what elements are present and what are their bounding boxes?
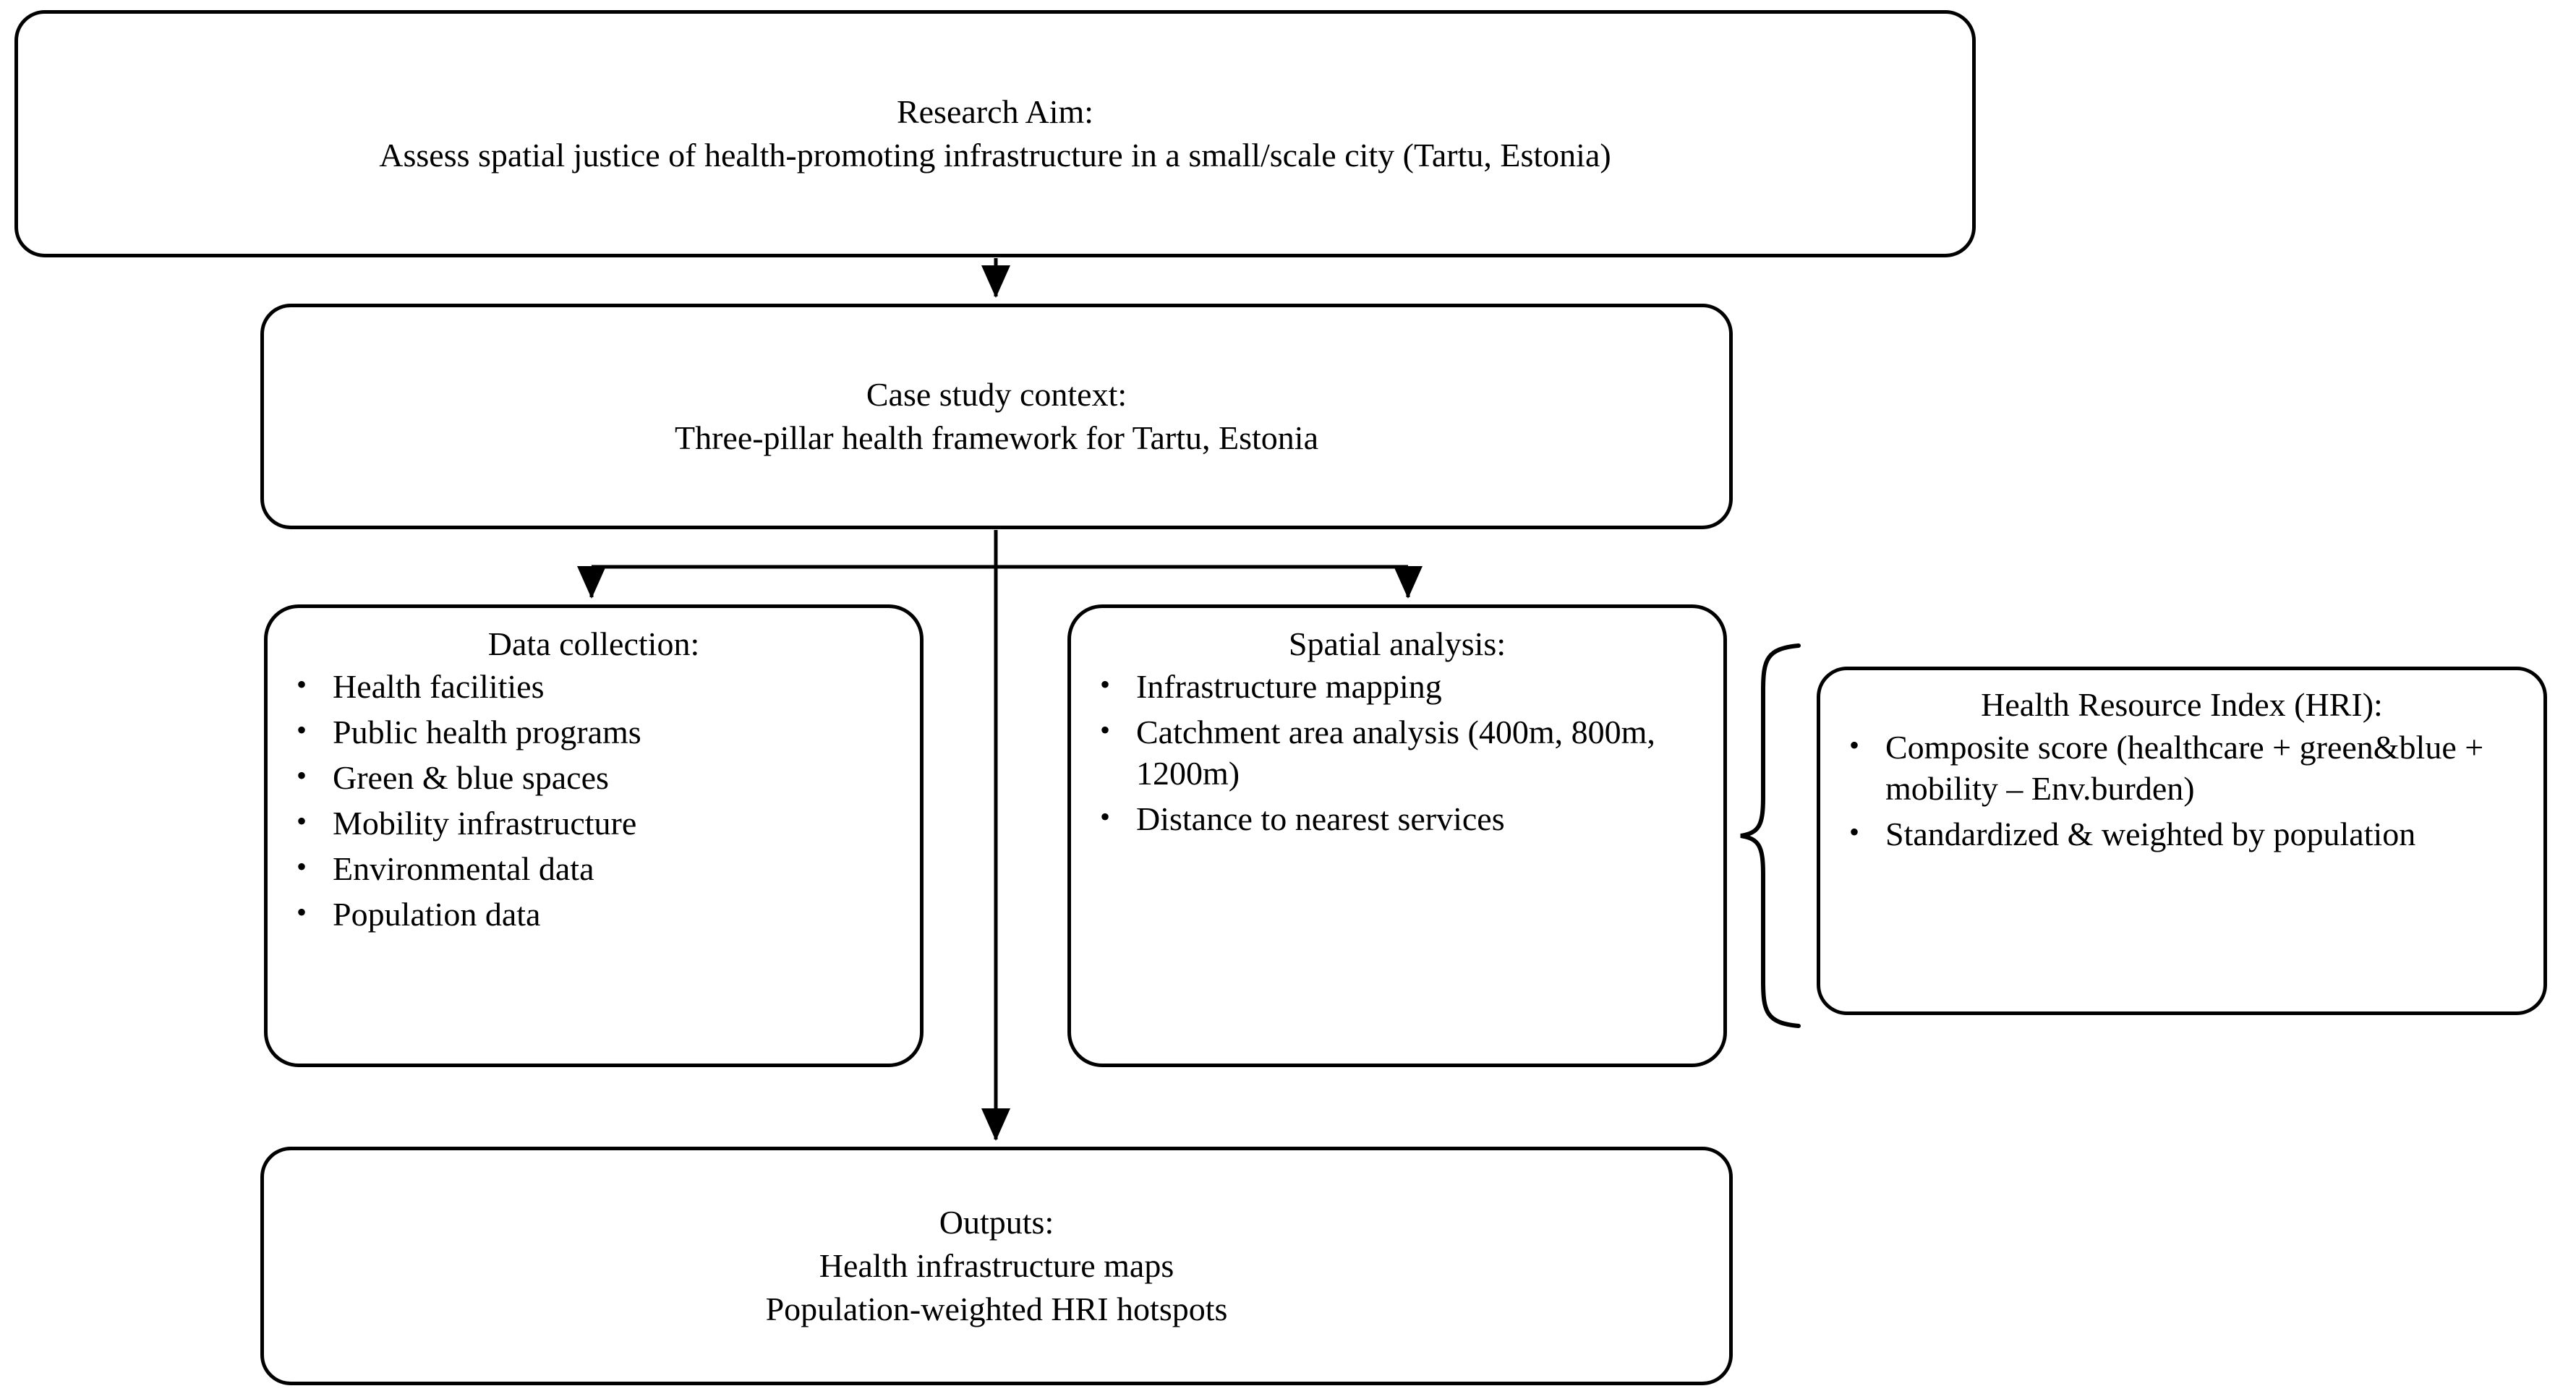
bullet-icon: • (297, 667, 307, 701)
bullet-icon: • (1849, 728, 1860, 761)
list-item: • Health facilities (281, 666, 907, 707)
outputs-line-1: Health infrastructure maps (819, 1247, 1174, 1285)
curly-brace-spatial-analysis-to-hri (1740, 643, 1801, 1028)
list-item: • Population data (281, 894, 907, 935)
node-health-resource-index: Health Resource Index (HRI): • Composite… (1817, 667, 2547, 1015)
list-item: • Standardized & weighted by population (1833, 813, 2530, 855)
list-item: • Catchment area analysis (400m, 800m, 1… (1084, 711, 1710, 794)
list-item-label: Catchment area analysis (400m, 800m, 120… (1136, 713, 1655, 792)
list-item-label: Distance to nearest services (1136, 800, 1505, 837)
list-item-label: Population data (333, 895, 541, 933)
node-outputs: Outputs: Health infrastructure maps Popu… (260, 1147, 1733, 1385)
list-item-label: Composite score (healthcare + green&blue… (1885, 728, 2484, 807)
bullet-icon: • (297, 713, 307, 746)
branch-bar-case-study (577, 565, 1423, 599)
bullet-icon: • (1100, 667, 1111, 701)
list-item-label: Public health programs (333, 713, 641, 750)
bullet-icon: • (1849, 815, 1860, 848)
bullet-icon: • (297, 804, 307, 837)
data-collection-heading: Data collection: (487, 625, 700, 662)
hri-heading: Health Resource Index (HRI): (1981, 686, 2383, 723)
node-case-study-context: Case study context: Three-pillar health … (260, 304, 1733, 529)
case-study-body: Three-pillar health framework for Tartu,… (674, 419, 1318, 456)
bullet-icon: • (297, 850, 307, 883)
node-spatial-analysis: Spatial analysis: • Infrastructure mappi… (1067, 604, 1727, 1067)
bullet-icon: • (297, 758, 307, 792)
list-item: • Mobility infrastructure (281, 803, 907, 844)
outputs-line-2: Population-weighted HRI hotspots (765, 1290, 1228, 1327)
list-item-label: Mobility infrastructure (333, 804, 637, 842)
research-aim-body: Assess spatial justice of health-promoti… (379, 137, 1611, 174)
spatial-analysis-bullet-list: • Infrastructure mapping • Catchment are… (1084, 666, 1710, 844)
list-item: • Public health programs (281, 711, 907, 753)
list-item-label: Green & blue spaces (333, 758, 609, 796)
hri-bullet-list: • Composite score (healthcare + green&bl… (1833, 727, 2530, 859)
list-item: • Distance to nearest services (1084, 798, 1710, 839)
bullet-icon: • (1100, 713, 1111, 746)
bullet-icon: • (297, 895, 307, 928)
list-item-label: Health facilities (333, 667, 545, 705)
case-study-heading: Case study context: (866, 376, 1127, 414)
list-item-label: Standardized & weighted by population (1885, 815, 2416, 852)
list-item-label: Infrastructure mapping (1136, 667, 1442, 705)
research-aim-heading: Research Aim: (896, 93, 1094, 131)
outputs-heading: Outputs: (939, 1204, 1054, 1241)
list-item-label: Environmental data (333, 850, 594, 887)
spatial-analysis-heading: Spatial analysis: (1288, 625, 1506, 662)
list-item: • Infrastructure mapping (1084, 666, 1710, 707)
data-collection-bullet-list: • Health facilities • Public health prog… (281, 666, 907, 939)
node-research-aim: Research Aim: Assess spatial justice of … (14, 10, 1976, 257)
node-data-collection: Data collection: • Health facilities • P… (264, 604, 924, 1067)
list-item: • Environmental data (281, 848, 907, 889)
bullet-icon: • (1100, 800, 1111, 833)
list-item: • Composite score (healthcare + green&bl… (1833, 727, 2530, 809)
list-item: • Green & blue spaces (281, 757, 907, 798)
